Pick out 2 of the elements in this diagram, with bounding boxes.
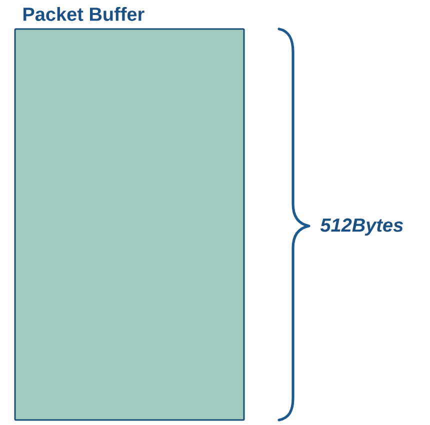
box-heading: Packet Buffer <box>23 7 144 21</box>
dimension-label: 512Bytes <box>320 218 403 236</box>
